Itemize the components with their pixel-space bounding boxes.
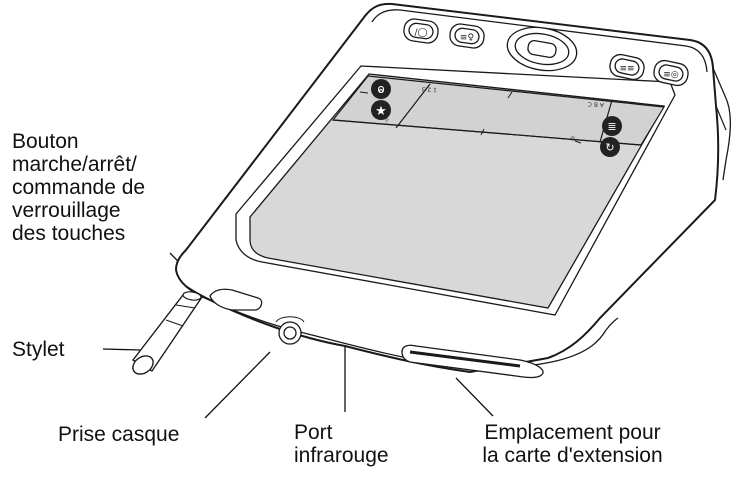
hardware-buttons <box>403 18 689 87</box>
callout-ir-port-line-1: Port <box>294 421 333 444</box>
home-soft-icon <box>600 137 620 157</box>
graffiti-numeric-label: 1 2 3 <box>421 85 437 93</box>
callout-expansion-slot-line-1: Emplacement pour <box>484 421 661 444</box>
svg-text:☼: ☼ <box>384 117 390 124</box>
leader-stylus <box>102 348 141 351</box>
callout-headphone-jack-line-1: Prise casque <box>58 423 180 446</box>
screen: 1 2 3 A B C ☼ ◎ <box>249 73 666 309</box>
expansion-card-slot <box>401 344 544 379</box>
svg-text:∕◯: ∕◯ <box>414 28 427 38</box>
callout-ir-port-line-2: infrarouge <box>294 444 389 467</box>
svg-text:★: ★ <box>375 104 387 119</box>
soft-buttons-left: ⱺ ★ <box>371 79 391 120</box>
svg-text:◎: ◎ <box>570 135 575 142</box>
callout-power-button-line-1: Bouton <box>12 130 79 153</box>
todo-button <box>609 53 645 81</box>
svg-text:≡≡: ≡≡ <box>619 64 634 74</box>
callout-stylus: Stylet <box>12 338 65 361</box>
callout-expansion-slot-line-2: la carte d'extension <box>482 444 663 467</box>
callout-stylus-line-1: Stylet <box>12 338 65 361</box>
svg-text:≡◎: ≡◎ <box>663 70 679 80</box>
callout-power-button-line-2: marche/arrêt/ <box>12 153 137 176</box>
favorite-soft-icon <box>371 100 391 120</box>
find-soft-icon <box>371 79 391 99</box>
svg-text:≣: ≣ <box>607 120 616 133</box>
svg-text:ⱺ: ⱺ <box>377 82 384 96</box>
leader-expansion-slot <box>455 377 494 417</box>
callout-headphone-jack: Prise casque <box>58 423 179 446</box>
graffiti-alpha-label: A B C <box>588 100 605 108</box>
stylus <box>131 291 204 375</box>
callout-power-button: Bouton marche/arrêt/ commande de verroui… <box>12 130 145 245</box>
callout-power-button-line-3: commande de <box>12 176 146 199</box>
power-button <box>209 288 263 311</box>
soft-buttons-right: ≣ ↻ <box>600 116 622 157</box>
leader-headphone-jack <box>204 351 271 419</box>
callout-power-button-line-5: des touches <box>12 222 126 245</box>
menu-soft-icon <box>602 116 622 136</box>
svg-text:↻: ↻ <box>605 141 614 154</box>
headphone-jack <box>275 316 305 345</box>
callout-expansion-slot: Emplacement pour la carte d'extension <box>455 421 690 467</box>
svg-text:≡♀: ≡♀ <box>460 33 474 43</box>
callout-ir-port: Port infrarouge <box>294 421 389 467</box>
callout-power-button-line-4: verrouillage <box>12 199 121 222</box>
note-pad-button <box>653 59 689 87</box>
